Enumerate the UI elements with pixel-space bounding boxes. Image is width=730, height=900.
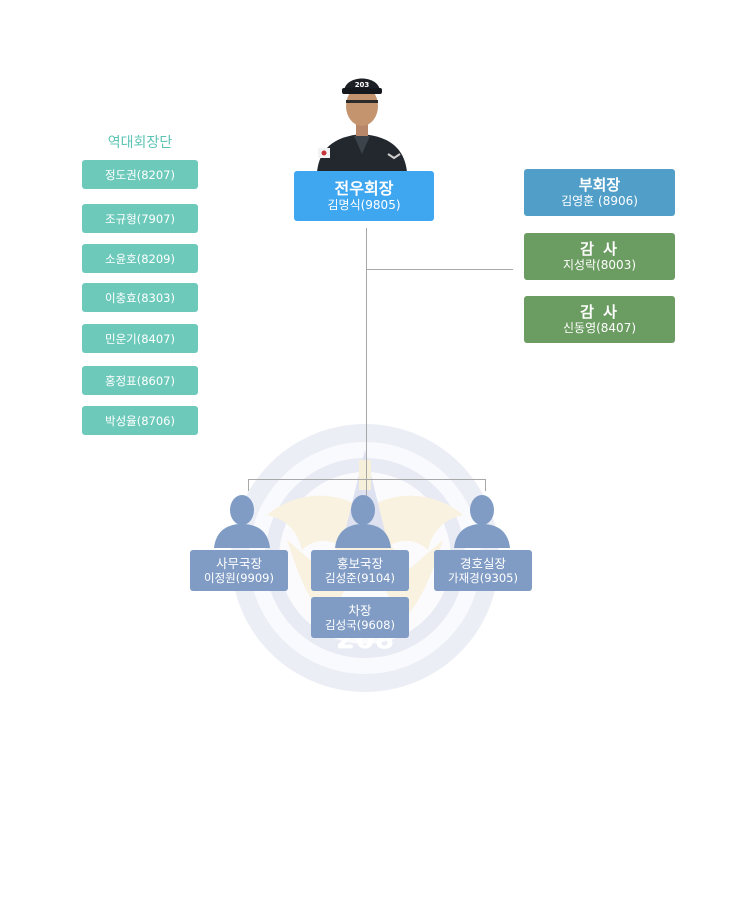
staff-box: 홍보국장 김성준(9104) xyxy=(311,550,409,591)
staff-title: 홍보국장 xyxy=(336,555,383,571)
staff-box: 차장 김성국(9608) xyxy=(311,597,409,638)
auditor-box: 감 사 지성락(8003) xyxy=(524,233,675,280)
vice-president-title: 부회장 xyxy=(578,176,621,194)
connector-staff-right xyxy=(485,479,486,491)
staff-box: 사무국장 이정원(9909) xyxy=(190,550,288,591)
past-president-item: 소윤호(8209) xyxy=(82,244,198,273)
auditor-title: 감 사 xyxy=(580,240,619,258)
vice-president-box: 부회장 김영훈 (8906) xyxy=(524,169,675,216)
connector-president-down xyxy=(366,228,367,496)
staff-title: 차장 xyxy=(348,602,372,618)
staff-title: 경호실장 xyxy=(459,555,506,571)
past-president-item: 박성율(8706) xyxy=(82,406,198,435)
past-presidents-title: 역대회장단 xyxy=(107,135,173,151)
person-silhouette-icon xyxy=(214,495,270,548)
staff-name: 가재경(9305) xyxy=(448,570,518,585)
president-photo: 203 xyxy=(317,78,407,172)
svg-text:203: 203 xyxy=(355,81,370,89)
president-name: 김명식(9805) xyxy=(327,198,401,213)
staff-name: 김성준(9104) xyxy=(325,570,395,585)
staff-title: 사무국장 xyxy=(215,555,262,571)
connector-officers xyxy=(366,269,513,270)
connector-staff-horizontal xyxy=(248,479,486,480)
past-president-item: 홍정표(8607) xyxy=(82,366,198,395)
person-silhouette-icon xyxy=(454,495,510,548)
staff-name: 이정원(9909) xyxy=(204,570,274,585)
auditor-title: 감 사 xyxy=(580,303,619,321)
auditor-name: 지성락(8003) xyxy=(562,258,637,272)
president-title: 전우회장 xyxy=(334,178,394,198)
past-president-item: 정도권(8207) xyxy=(82,160,198,189)
staff-box: 경호실장 가재경(9305) xyxy=(434,550,532,591)
auditor-box: 감 사 신동영(8407) xyxy=(524,296,675,343)
president-box: 전우회장 김명식(9805) xyxy=(294,171,434,221)
connector-staff-left xyxy=(248,479,249,491)
past-president-item: 조규형(7907) xyxy=(82,204,198,233)
auditor-name: 신동영(8407) xyxy=(562,321,637,335)
staff-name: 김성국(9608) xyxy=(325,617,395,632)
past-president-item: 이충효(8303) xyxy=(82,283,198,312)
person-silhouette-icon xyxy=(335,495,391,548)
past-president-item: 민운기(8407) xyxy=(82,324,198,353)
vice-president-name: 김영훈 (8906) xyxy=(561,194,638,208)
